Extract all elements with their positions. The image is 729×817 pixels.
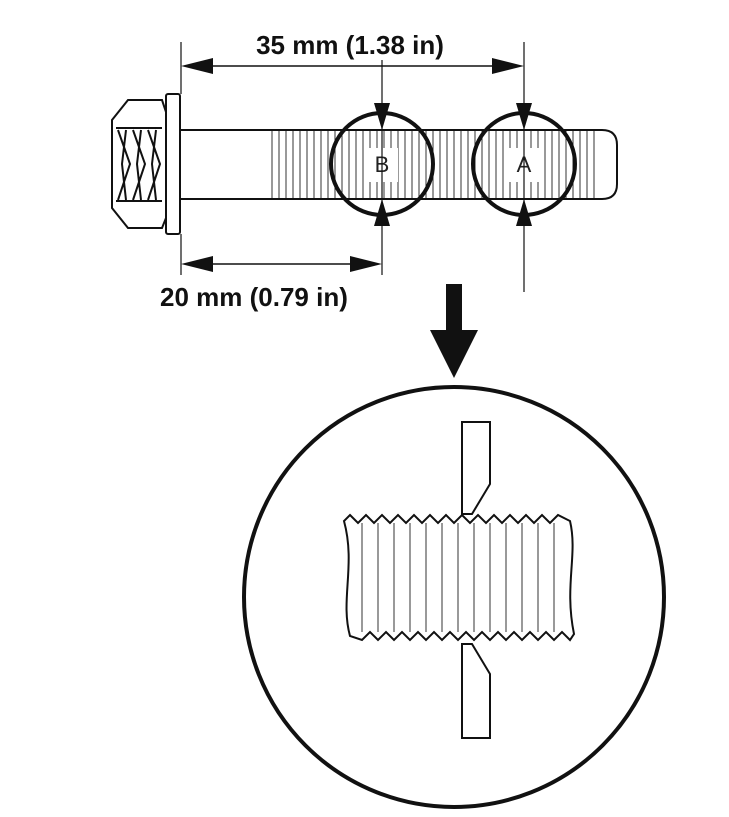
caliper-jaw-lower [461,643,491,739]
dimension-35mm-label: 35 mm (1.38 in) [256,30,444,60]
dimension-20mm: 20 mm (0.79 in) [160,256,382,312]
dimension-35mm: 35 mm (1.38 in) [181,26,524,74]
dimension-20mm-label: 20 mm (0.79 in) [160,282,348,312]
extension-lines [180,42,525,292]
bolt-head [111,93,181,235]
thread-detail [342,513,576,642]
caliper-jaw-upper [461,421,491,515]
bolt-thread [271,131,595,198]
zoom-arrow-icon [430,284,478,378]
bolt-shank [180,129,618,200]
measure-arrows [374,103,532,226]
